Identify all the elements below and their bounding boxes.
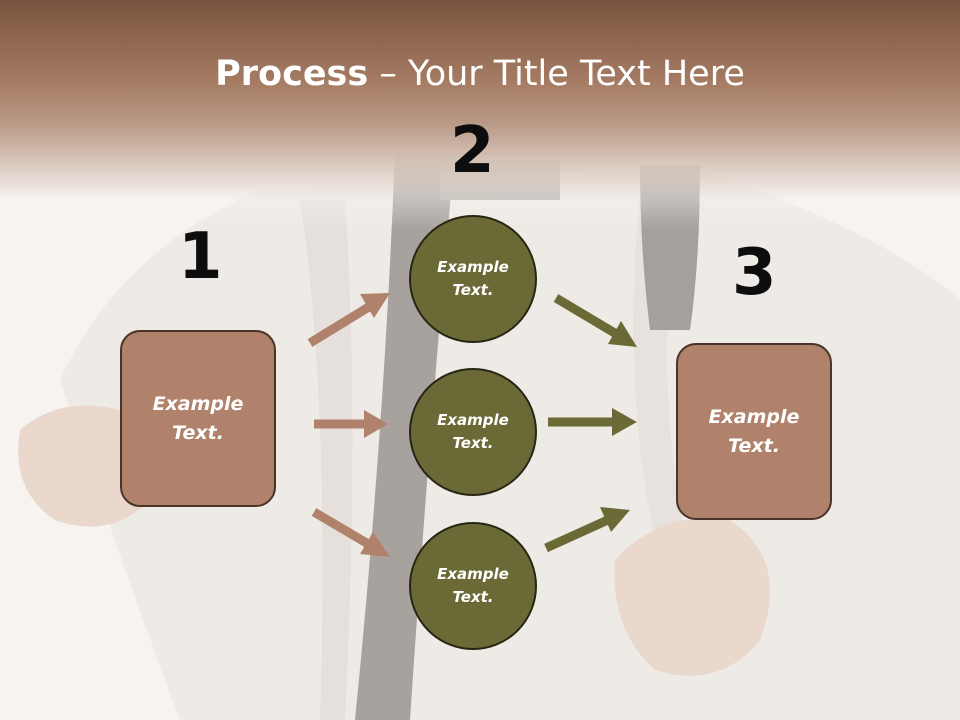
step-number-2: 2 [450,114,495,188]
step2-circle-middle[interactable]: Example Text. [409,368,537,496]
header-band [0,0,960,200]
step-number-3: 3 [732,236,777,310]
title-bold: Process [215,54,369,94]
arrow-middle-to-step3 [548,408,637,436]
arrow-step1-to-top [307,293,390,347]
step3-box[interactable]: Example Text. [676,343,832,520]
step2-circle-top-text: Example Text. [437,258,509,299]
step-number-1: 1 [178,220,223,294]
step1-box[interactable]: Example Text. [120,330,276,507]
title-rest: – Your Title Text Here [368,54,745,94]
arrow-bottom-to-step3 [544,507,630,553]
arrow-step1-to-middle [314,410,388,438]
step2-circle-top[interactable]: Example Text. [409,215,537,343]
step2-circle-middle-text: Example Text. [437,411,509,452]
arrow-step1-to-bottom [311,508,390,557]
step2-circle-bottom[interactable]: Example Text. [409,522,537,650]
step3-text: Example Text. [708,405,800,457]
step1-text: Example Text. [152,392,244,444]
step2-circle-bottom-text: Example Text. [437,565,509,606]
slide-title: Process – Your Title Text Here [0,52,960,96]
arrow-top-to-step3 [553,294,637,347]
